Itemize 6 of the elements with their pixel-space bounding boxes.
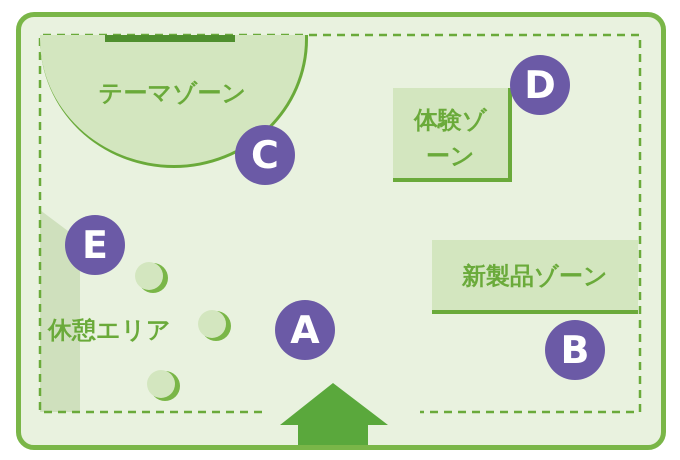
zone-label: 体験ゾーン — [413, 105, 488, 172]
area-label: 休憩エリア — [48, 315, 171, 346]
new-product-zone-box — [432, 240, 638, 314]
zone-label: テーマゾーン — [98, 78, 248, 109]
experience-zone-box — [393, 88, 512, 182]
zone-label: 新製品ゾーン — [460, 261, 609, 292]
